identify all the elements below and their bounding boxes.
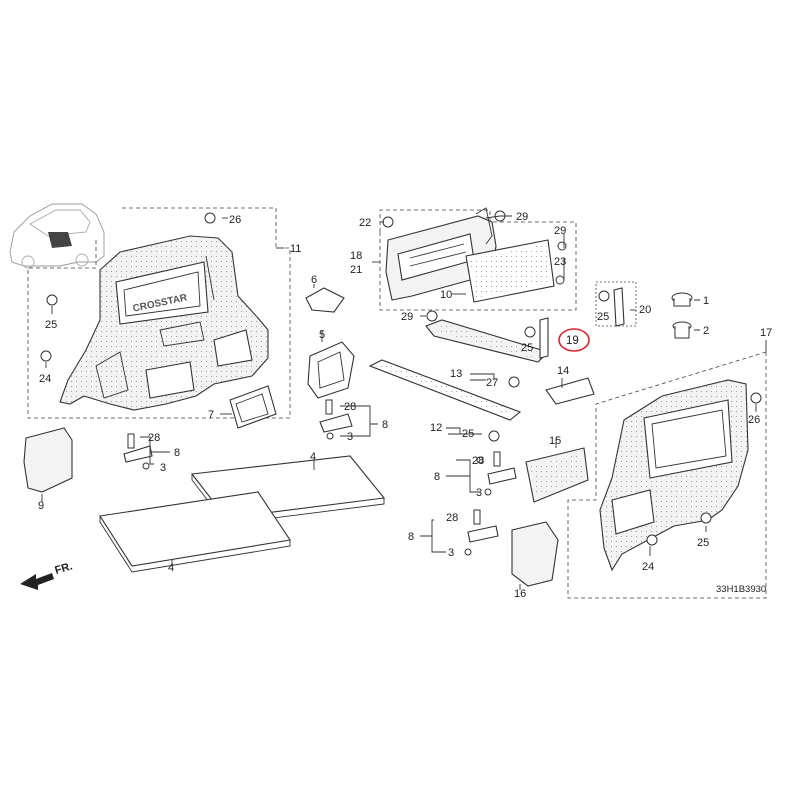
callout-7[interactable]: 7 bbox=[208, 409, 214, 421]
callout-14[interactable]: 14 bbox=[557, 365, 569, 377]
vehicle-thumbnail bbox=[9, 203, 105, 269]
leader-lines bbox=[45, 215, 767, 556]
callout-26-right[interactable]: 26 bbox=[748, 414, 760, 426]
part-17-side-lining-right[interactable] bbox=[599, 379, 749, 572]
callout-2[interactable]: 2 bbox=[703, 325, 709, 337]
callout-9[interactable]: 9 bbox=[38, 500, 44, 512]
part-14-cover[interactable] bbox=[545, 377, 595, 405]
callout-4-upper[interactable]: 4 bbox=[310, 451, 316, 463]
part-7-lid[interactable] bbox=[229, 385, 277, 429]
callout-8-left[interactable]: 8 bbox=[174, 447, 180, 459]
callout-5[interactable]: 5 bbox=[319, 329, 325, 341]
callout-24-right[interactable]: 24 bbox=[642, 561, 654, 573]
callout-8-mid[interactable]: 8 bbox=[434, 471, 440, 483]
callout-20[interactable]: 20 bbox=[639, 304, 651, 316]
diagram-code: 33H1B3930 bbox=[716, 584, 766, 595]
part-6-cover[interactable] bbox=[305, 287, 345, 313]
callout-4-lower[interactable]: 4 bbox=[168, 562, 174, 574]
part-9-side-mat[interactable] bbox=[23, 427, 73, 493]
callout-1[interactable]: 1 bbox=[703, 295, 709, 307]
part-15-panel[interactable] bbox=[525, 447, 589, 503]
part-16-side-mat[interactable] bbox=[511, 521, 559, 587]
callout-25-sill[interactable]: 25 bbox=[462, 428, 474, 440]
callout-3-low[interactable]: 3 bbox=[448, 547, 454, 559]
callout-8-low[interactable]: 8 bbox=[408, 531, 414, 543]
callout-26-top[interactable]: 26 bbox=[229, 214, 241, 226]
callout-21[interactable]: 21 bbox=[350, 264, 362, 276]
part-19-rail[interactable] bbox=[539, 317, 549, 359]
callout-15[interactable]: 15 bbox=[549, 435, 561, 447]
callout-19[interactable]: 19 bbox=[566, 335, 579, 347]
callout-27[interactable]: 27 bbox=[486, 377, 498, 389]
callout-25-right-low[interactable]: 25 bbox=[697, 537, 709, 549]
callout-28-mid[interactable]: 28 bbox=[472, 455, 484, 467]
callout-labels: 26 11 25 24 6 5 7 28 8 3 28 8 3 9 4 4 22… bbox=[38, 211, 772, 600]
callout-28-left[interactable]: 28 bbox=[148, 432, 160, 444]
callout-24-left[interactable]: 24 bbox=[39, 373, 51, 385]
callout-25-right-top[interactable]: 25 bbox=[597, 311, 609, 323]
callout-25-center[interactable]: 25 bbox=[521, 342, 533, 354]
callout-17[interactable]: 17 bbox=[760, 327, 772, 339]
callout-10[interactable]: 10 bbox=[440, 289, 452, 301]
callout-3-mid[interactable]: 3 bbox=[476, 487, 482, 499]
callout-29-top[interactable]: 29 bbox=[516, 211, 528, 223]
part-2-clip[interactable] bbox=[672, 321, 692, 339]
callout-3-center[interactable]: 3 bbox=[347, 431, 353, 443]
part-12-sill-step[interactable] bbox=[368, 359, 522, 421]
front-direction-arrow bbox=[20, 573, 54, 590]
bolt-set-8-center bbox=[319, 399, 378, 440]
part-5-lid[interactable] bbox=[307, 341, 355, 399]
callout-16[interactable]: 16 bbox=[514, 588, 526, 600]
right-assembly-box bbox=[567, 351, 767, 599]
callout-11[interactable]: 11 bbox=[290, 243, 301, 255]
part-10-mesh-panel[interactable] bbox=[465, 239, 555, 303]
callout-28-low[interactable]: 28 bbox=[446, 512, 458, 524]
callout-6[interactable]: 6 bbox=[311, 274, 317, 286]
part-11-side-lining-left[interactable] bbox=[59, 235, 269, 411]
front-direction-label: FR. bbox=[54, 560, 74, 576]
callout-18[interactable]: 18 bbox=[350, 250, 362, 262]
callout-25-left[interactable]: 25 bbox=[45, 319, 57, 331]
part-1-clip[interactable] bbox=[671, 292, 693, 307]
callout-13[interactable]: 13 bbox=[450, 368, 462, 380]
part-4-floor-board-lower[interactable] bbox=[99, 491, 291, 573]
callout-29-mid[interactable]: 29 bbox=[401, 311, 413, 323]
bolt-set-8-low bbox=[420, 509, 499, 553]
callout-29-right[interactable]: 29 bbox=[554, 225, 566, 237]
bolt-set-8-left bbox=[123, 433, 170, 470]
bolt-set-8-mid bbox=[446, 451, 517, 493]
part-13-sill-trim[interactable] bbox=[425, 319, 550, 363]
callout-12[interactable]: 12 bbox=[430, 422, 442, 434]
callout-3-left[interactable]: 3 bbox=[160, 462, 166, 474]
callout-23[interactable]: 23 bbox=[554, 256, 566, 268]
part-19-highlight-ring bbox=[558, 328, 590, 352]
callout-8-center[interactable]: 8 bbox=[382, 419, 388, 431]
callout-28-center[interactable]: 28 bbox=[344, 401, 356, 413]
part-20-rail[interactable] bbox=[613, 287, 625, 327]
callout-22[interactable]: 22 bbox=[359, 217, 371, 229]
